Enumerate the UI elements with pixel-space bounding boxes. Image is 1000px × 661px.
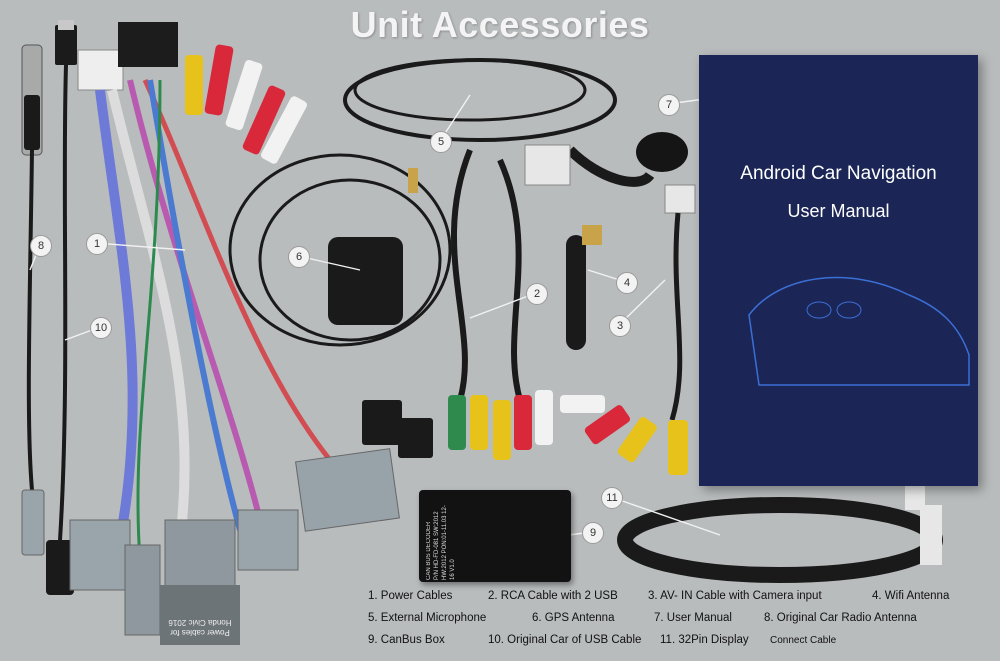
legend-item-9: 9. CanBus Box bbox=[368, 634, 445, 646]
decoder-specs: P/N HD-FD-081 SW:2012 HW:2012 PON:01-11.… bbox=[434, 505, 456, 580]
av-in-cable bbox=[560, 184, 696, 475]
marker-2: 2 bbox=[526, 283, 548, 305]
decoder-label-text: CAN BUS DECODER P/N HD-FD-081 SW:2012 HW… bbox=[425, 500, 495, 580]
marker-4: 4 bbox=[616, 272, 638, 294]
marker-8: 8 bbox=[30, 235, 52, 257]
legend-item-1: 1. Power Cables bbox=[368, 590, 453, 602]
radio-antenna-cable bbox=[21, 44, 45, 556]
legend-item-2: 2. RCA Cable with 2 USB bbox=[488, 590, 618, 602]
external-microphone bbox=[343, 58, 688, 187]
legend-item-11: 11. 32Pin Display bbox=[660, 634, 749, 646]
car-outline-icon bbox=[748, 276, 970, 386]
canbus-decoder-box: CAN BUS DECODER P/N HD-FD-081 SW:2012 HW… bbox=[419, 490, 571, 582]
photo-title: Unit Accessories bbox=[350, 4, 650, 45]
gps-antenna bbox=[228, 153, 452, 347]
manual-subtitle: User Manual bbox=[787, 201, 890, 221]
marker-1: 1 bbox=[86, 233, 108, 255]
legend-item-7: 7. User Manual bbox=[654, 612, 732, 624]
marker-6: 6 bbox=[288, 246, 310, 268]
marker-5: 5 bbox=[430, 131, 452, 153]
legend-item-11-suffix: Connect Cable bbox=[770, 635, 837, 646]
manual-title: Android Car Navigation bbox=[740, 163, 937, 184]
user-manual-cover: Android Car Navigation User Manual bbox=[699, 55, 978, 486]
accessory-legend: 1. Power Cables 2. RCA Cable with 2 USB … bbox=[360, 590, 1000, 660]
marker-3: 3 bbox=[609, 315, 631, 337]
marker-9: 9 bbox=[582, 522, 604, 544]
power-cable-tag: Power cables for Honda Civic 2016 bbox=[160, 585, 240, 645]
legend-item-5: 5. External Microphone bbox=[368, 612, 487, 624]
rca-plugs-top bbox=[185, 44, 307, 164]
legend-item-4: 4. Wifi Antenna bbox=[872, 590, 950, 602]
rca-usb-cable bbox=[362, 144, 571, 460]
legend-item-8: 8. Original Car Radio Antenna bbox=[764, 612, 917, 624]
decoder-name: CAN BUS DECODER bbox=[426, 521, 432, 580]
legend-item-3: 3. AV- IN Cable with Camera input bbox=[648, 590, 822, 602]
wifi-antenna bbox=[566, 225, 602, 350]
legend-item-6: 6. GPS Antenna bbox=[532, 612, 615, 624]
display-connect-cable bbox=[617, 480, 943, 583]
marker-11: 11 bbox=[601, 487, 623, 509]
power-cable-bundle bbox=[69, 22, 400, 636]
marker-10: 10 bbox=[90, 317, 112, 339]
usb-cable bbox=[46, 20, 77, 595]
marker-7: 7 bbox=[658, 94, 680, 116]
legend-item-10: 10. Original Car of USB Cable bbox=[488, 634, 642, 646]
